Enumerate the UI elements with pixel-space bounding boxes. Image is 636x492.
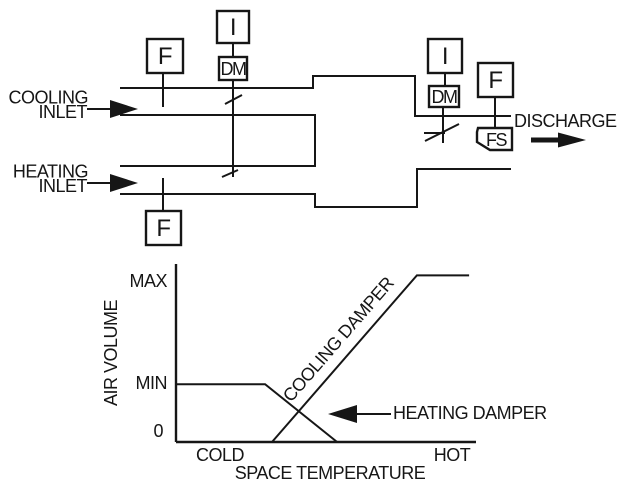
heating-inlet-arrow-icon <box>110 174 138 192</box>
damper-position-chart: MAX MIN 0 COLD HOT AIR VOLUME SPACE TEMP… <box>101 264 548 483</box>
flow-switch-symbol <box>475 126 514 152</box>
heating-duct-bottom-wall <box>120 168 511 208</box>
discharge-controller-tag: I <box>442 43 448 70</box>
duct-splitter-wall <box>120 114 316 167</box>
duct-schematic: COOLING INLET HEATING INLET DISCHARGE F … <box>8 9 618 247</box>
cooling-controller-box <box>215 9 251 45</box>
heating-inlet-label-line1: HEATING <box>13 162 88 182</box>
y-tick-min: MIN <box>136 373 168 393</box>
cooling-inlet-label-line1: COOLING <box>8 88 88 108</box>
heating-inlet-label-line2: INLET <box>38 176 87 196</box>
discharge-damper-motor-box <box>427 84 461 109</box>
x-tick-hot: HOT <box>434 445 471 465</box>
cooling-damper-blade-icon <box>224 94 243 105</box>
heating-flow-sensor-tag: F <box>156 215 170 242</box>
y-tick-zero: 0 <box>153 421 163 441</box>
heating-flow-sensor-box <box>144 209 183 247</box>
discharge-arrow-icon <box>558 132 586 148</box>
y-axis-title: AIR VOLUME <box>101 299 121 406</box>
heating-damper-line <box>176 383 338 443</box>
discharge-flow-sensor-box <box>476 61 515 99</box>
cooling-controller-tag: I <box>230 14 236 41</box>
flow-switch-tag: FS <box>486 130 507 150</box>
x-axis-title: SPACE TEMPERATURE <box>235 463 426 483</box>
discharge-flow-sensor-tag: F <box>488 67 502 94</box>
cooling-flow-sensor-tag: F <box>158 43 172 70</box>
y-tick-max: MAX <box>129 271 167 291</box>
cooling-damper-motor-box <box>217 55 249 82</box>
cooling-damper-line <box>271 274 470 443</box>
discharge-controller-box <box>426 37 464 75</box>
cooling-damper-motor-tag: DM <box>221 59 246 79</box>
discharge-label: DISCHARGE <box>514 111 617 131</box>
x-tick-cold: COLD <box>196 445 245 465</box>
cooling-inlet-arrow-icon <box>110 100 138 118</box>
cooling-flow-sensor-box <box>145 37 185 75</box>
cooling-duct-top-wall <box>120 75 511 117</box>
heating-damper-annotation-arrow-icon <box>328 405 357 423</box>
heating-damper-blade-icon <box>221 169 239 178</box>
cooling-inlet-label-line2: INLET <box>38 102 87 122</box>
discharge-damper-motor-tag: DM <box>432 87 457 107</box>
cooling-damper-annotation: COOLING DAMPER <box>279 273 398 406</box>
heating-damper-annotation: HEATING DAMPER <box>393 403 547 423</box>
